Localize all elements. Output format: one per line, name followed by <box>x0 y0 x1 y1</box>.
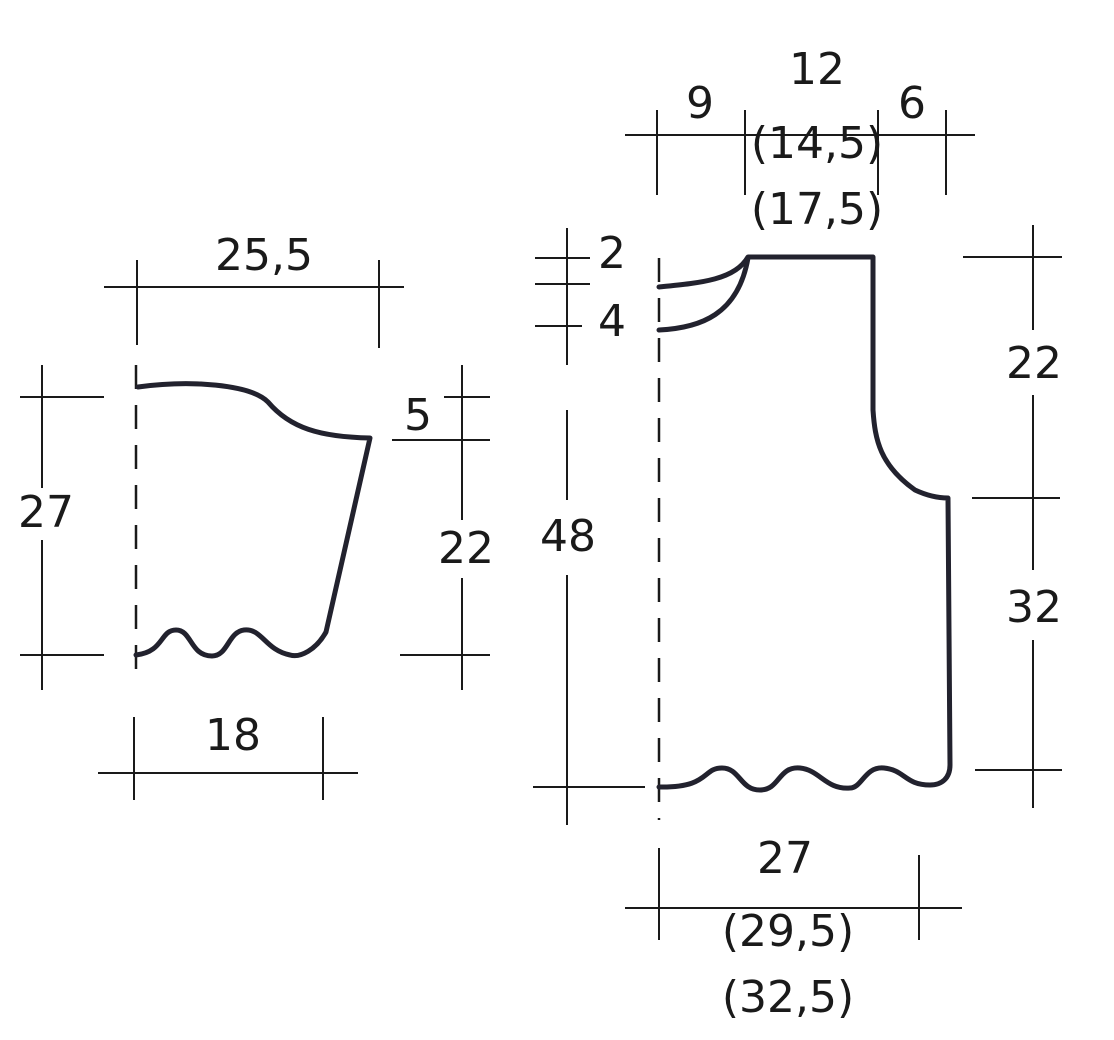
body-bottom-width-label-2: (29,5) <box>722 906 854 957</box>
neck-width-label-1: 12 <box>789 44 845 95</box>
neck-front-label: 4 <box>598 296 626 347</box>
body-outline <box>656 254 953 793</box>
neck-back-label: 2 <box>598 228 626 279</box>
side-length-label: 32 <box>1006 582 1062 633</box>
sleeve-top-width-label: 25,5 <box>215 230 313 281</box>
sleeve-outline <box>133 381 373 659</box>
sleeve-cap-height-label: 5 <box>404 390 432 441</box>
body-bottom-width-label-3: (32,5) <box>722 972 854 1023</box>
neck-width-label-2: (14,5) <box>751 118 883 169</box>
body-piece: 9 6 12 (14,5) (17,5) 2 4 48 22 32 27 (29… <box>533 44 1062 1023</box>
sleeve-underarm-label: 22 <box>438 523 494 574</box>
armhole-depth-label: 22 <box>1006 338 1062 389</box>
sleeve-bottom-width-label: 18 <box>205 710 261 761</box>
neck-width-label-3: (17,5) <box>751 184 883 235</box>
sleeve-piece: 25,5 27 5 22 18 <box>18 230 494 800</box>
front-neckline <box>656 255 751 333</box>
body-bottom-width-label-1: 27 <box>757 833 813 884</box>
shoulder-right-label: 6 <box>898 78 926 129</box>
sleeve-length-label: 27 <box>18 487 74 538</box>
body-length-label: 48 <box>540 511 596 562</box>
shoulder-left-label: 9 <box>686 78 714 129</box>
